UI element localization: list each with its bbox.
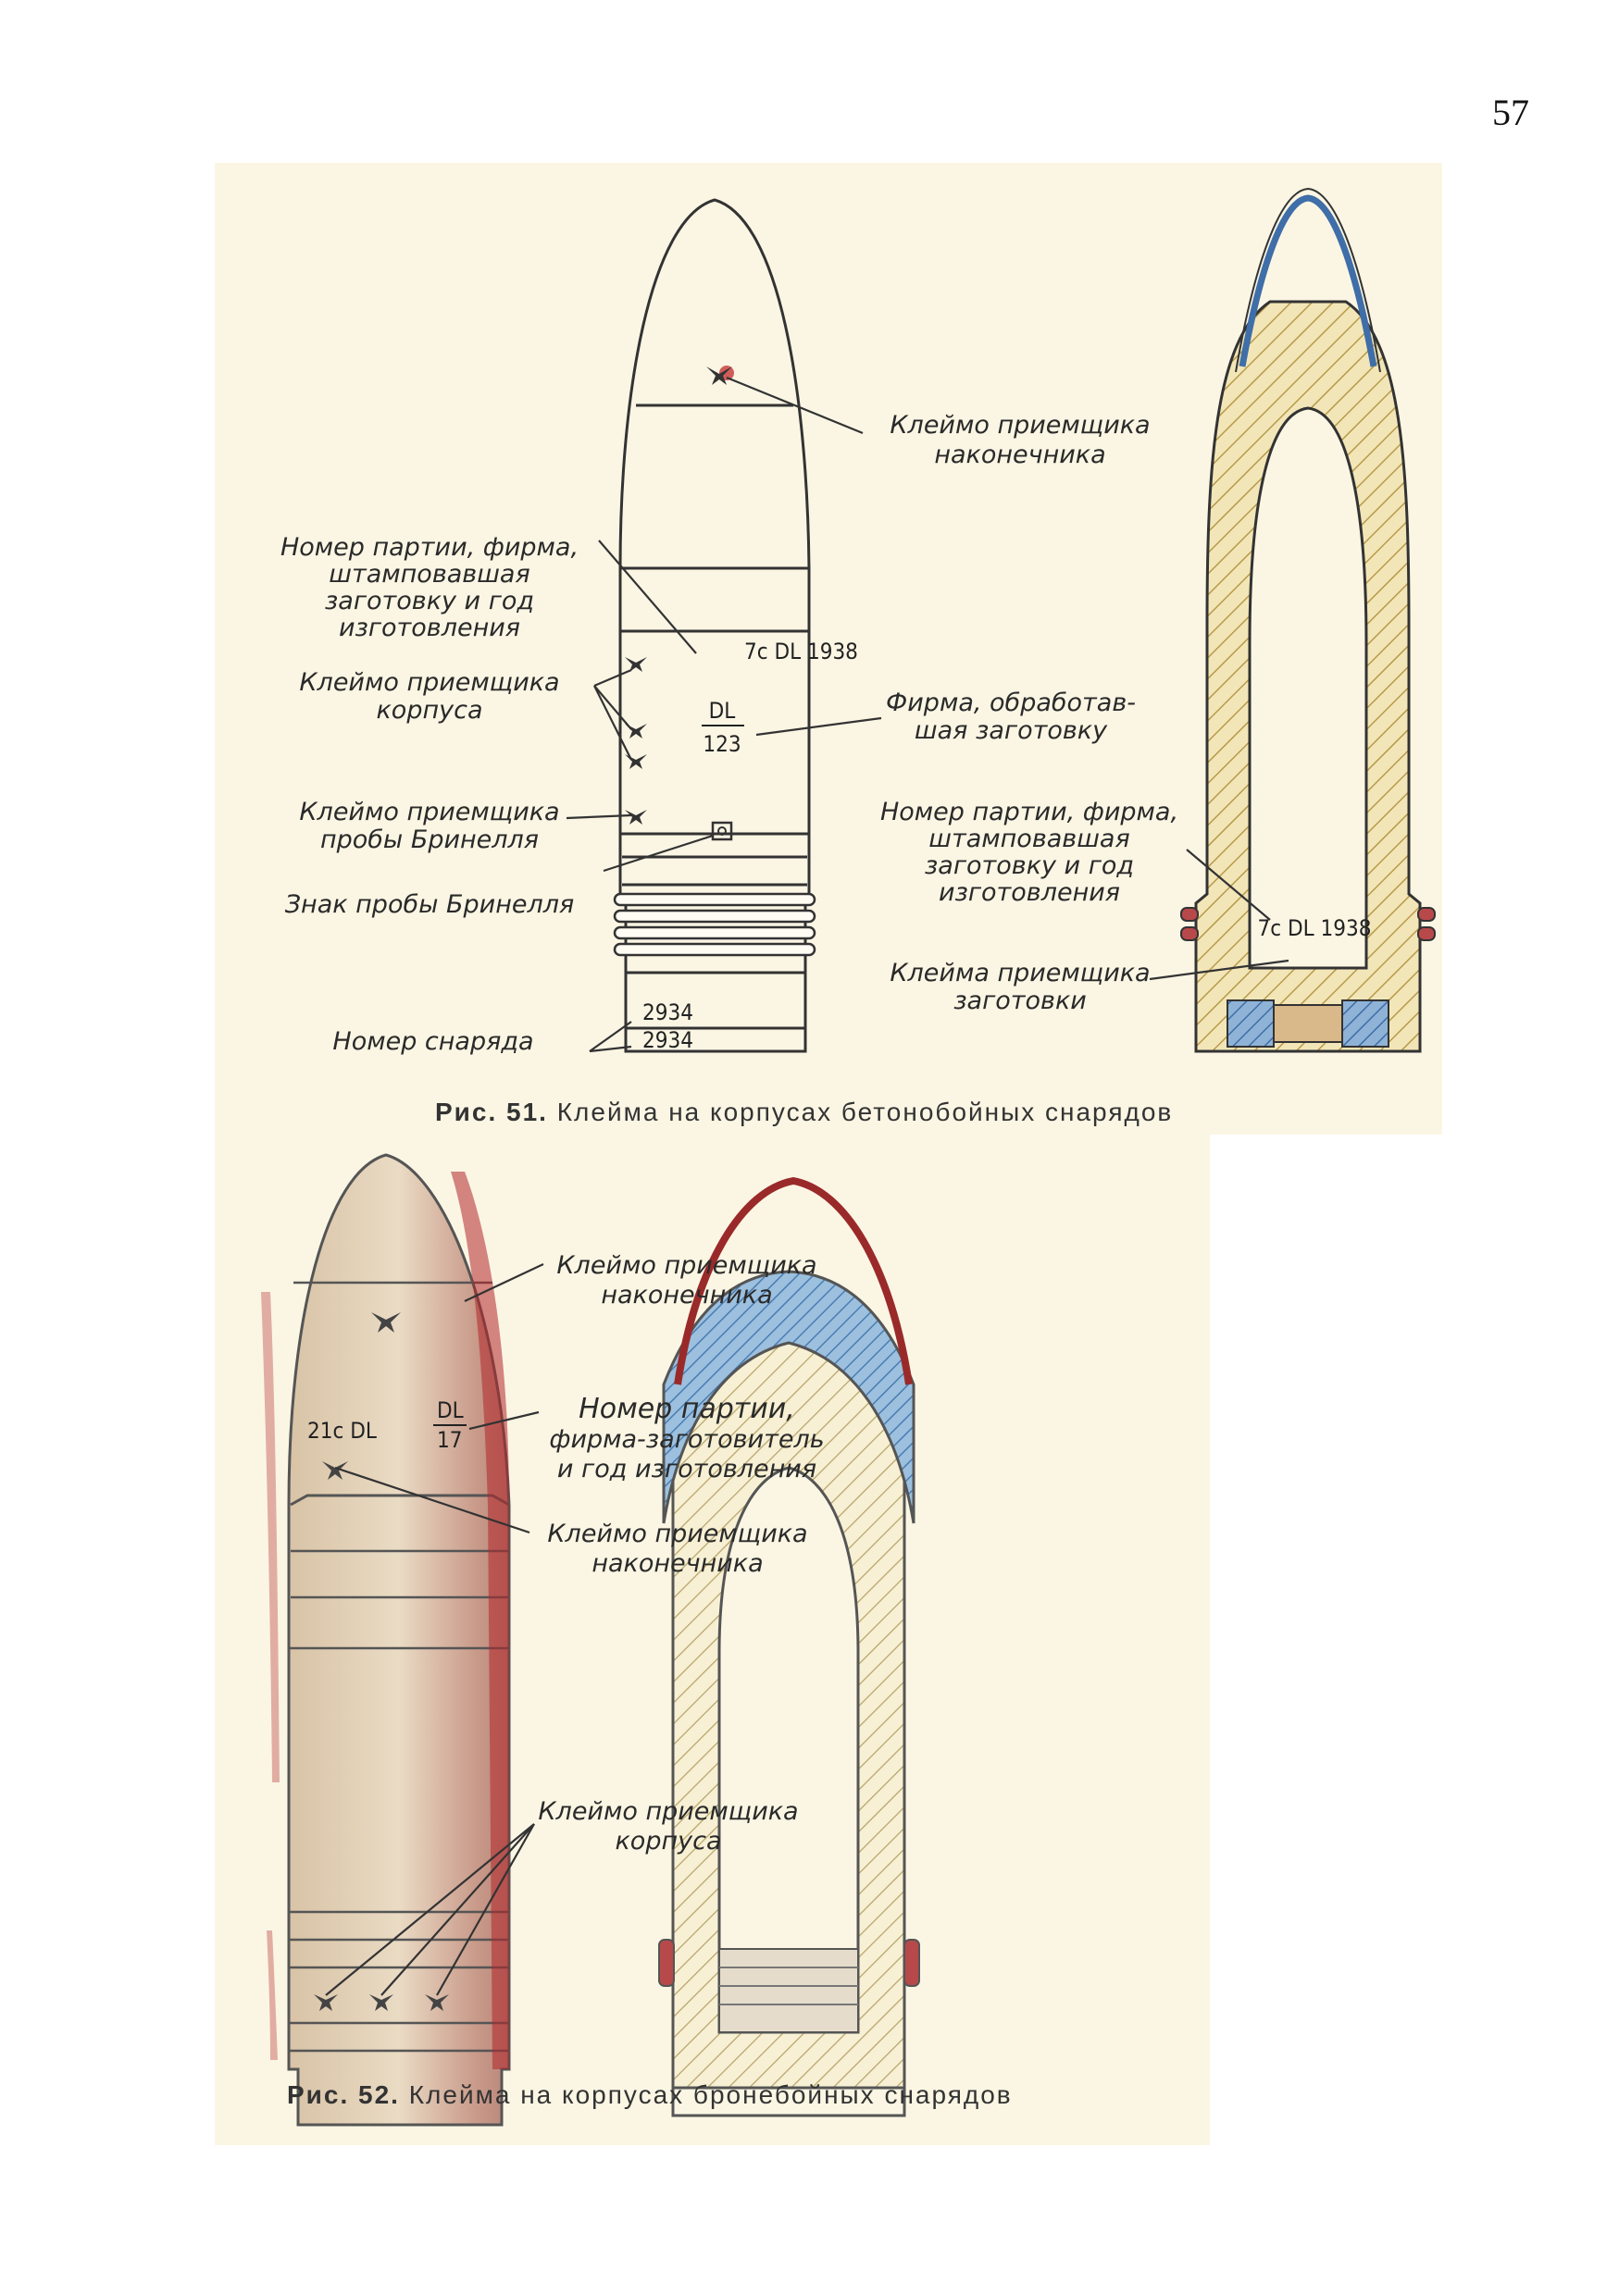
svg-text:и год изготовления: и год изготовления — [557, 1455, 816, 1483]
ap-firm-bottom-stamp: 17 — [437, 1427, 462, 1453]
ap-label-tip-stamp-2: Клеймо приемщика наконечника — [547, 1520, 807, 1578]
driving-band — [613, 892, 816, 957]
ap-firm-top-stamp: DL — [437, 1397, 464, 1423]
svg-text:наконечника: наконечника — [601, 1281, 772, 1309]
svg-text:Номер партии,: Номер партии, — [579, 1393, 795, 1425]
label-firm-processed: Фирма, обработав- шая заготовку — [886, 689, 1136, 745]
svg-text:наконечника: наконечника — [934, 441, 1105, 469]
batch-code-stamp: 7c DL 1938 — [744, 639, 858, 664]
ap-shell-exterior — [261, 1153, 511, 2127]
concrete-shell-exterior — [613, 198, 816, 1053]
figure-51-drawing: 7c DL 1938 DL 123 2934 2934 7c — [280, 187, 1436, 1056]
svg-text:шая заготовку: шая заготовку — [915, 716, 1108, 745]
svg-text:корпуса: корпуса — [377, 696, 483, 725]
svg-text:Номер партии, фирма,: Номер партии, фирма, — [880, 798, 1178, 826]
figure-52-leaders — [325, 1263, 544, 1996]
figure-52-caption: Рис. 52. Клейма на корпусах бронебойных … — [287, 2080, 1013, 2110]
svg-text:заготовку и год: заготовку и год — [925, 851, 1134, 880]
svg-text:корпуса: корпуса — [616, 1827, 722, 1855]
ap-batch-code-stamp: 21c DL — [307, 1418, 377, 1444]
section-code-stamp: 7c DL 1938 — [1258, 915, 1372, 941]
concrete-shell-section — [1180, 187, 1436, 1053]
eagle-stamp-icons — [625, 366, 732, 825]
svg-text:Клеймо приемщика: Клеймо приемщика — [299, 668, 559, 697]
label-body-stamp: Клеймо приемщика корпуса — [299, 668, 559, 725]
svg-text:Клеймо приемщика: Клеймо приемщика — [538, 1797, 798, 1826]
figure-51-scan: 7c DL 1938 DL 123 2934 2934 7c — [215, 163, 1442, 1135]
svg-text:штамповавшая: штамповавшая — [329, 560, 529, 589]
svg-text:фирма-заготовитель: фирма-заготовитель — [549, 1425, 824, 1454]
page-number: 57 — [1492, 92, 1529, 133]
svg-text:Клеймо приемщика: Клеймо приемщика — [299, 798, 559, 826]
figure-52-scan: 21c DL DL 17 — [215, 1135, 1210, 2145]
figure-52-caption-number: Рис. 52. — [287, 2080, 400, 2109]
label-tip-stamp: Клеймо приемщика наконечника — [890, 411, 1150, 469]
svg-text:Клейма приемщика: Клейма приемщика — [890, 959, 1150, 987]
svg-text:Клеймо приемщика: Клеймо приемщика — [547, 1520, 807, 1548]
shell-number-stamp-2: 2934 — [642, 1027, 693, 1053]
figure-52-drawing: 21c DL DL 17 — [261, 1153, 920, 2127]
shell-number-stamp-1: 2934 — [642, 999, 693, 1025]
svg-text:штамповавшая: штамповавшая — [928, 825, 1129, 853]
svg-text:наконечника: наконечника — [592, 1549, 763, 1578]
label-batch-firm: Номер партии, фирма, штамповавшая загото… — [280, 533, 579, 642]
svg-text:заготовки: заготовки — [953, 987, 1087, 1015]
svg-text:Клеймо приемщика: Клеймо приемщика — [556, 1251, 816, 1280]
figure-51-leaders — [566, 376, 1289, 1053]
svg-text:Фирма, обработав-: Фирма, обработав- — [886, 689, 1136, 717]
figure-51-caption: Рис. 51. Клейма на корпусах бетонобойных… — [435, 1098, 1173, 1127]
svg-text:изготовления: изготовления — [939, 878, 1120, 907]
svg-text:пробы Бринелля: пробы Бринелля — [320, 825, 539, 854]
label-batch-firm-section: Номер партии, фирма, штамповавшая загото… — [880, 798, 1178, 907]
firm-bottom-stamp: 123 — [703, 731, 741, 757]
figure-51-caption-text: Клейма на корпусах бетонобойных снарядов — [556, 1098, 1174, 1126]
label-brinell-stamp: Клеймо приемщика пробы Бринелля — [299, 798, 559, 854]
label-brinell-mark: Знак пробы Бринелля — [285, 890, 575, 919]
firm-top-stamp: DL — [709, 698, 736, 724]
label-shell-number: Номер снаряда — [332, 1027, 533, 1056]
svg-text:изготовления: изготовления — [339, 614, 520, 642]
figure-51-caption-number: Рис. 51. — [435, 1098, 548, 1126]
svg-text:заготовку и год: заготовку и год — [325, 587, 534, 615]
svg-text:Клеймо приемщика: Клеймо приемщика — [890, 411, 1150, 440]
ap-label-batch-firm: Номер партии, фирма-заготовитель и год и… — [549, 1393, 824, 1483]
ap-label-body-stamp: Клеймо приемщика корпуса — [538, 1797, 798, 1855]
ap-eagle-stamp-icons — [314, 1312, 449, 2011]
label-blank-stamp: Клейма приемщика заготовки — [890, 959, 1150, 1015]
svg-text:Номер партии, фирма,: Номер партии, фирма, — [280, 533, 579, 562]
figure-52-caption-text: Клейма на корпусах бронебойных снарядов — [408, 2080, 1013, 2109]
ap-label-tip-stamp: Клеймо приемщика наконечника — [556, 1251, 816, 1309]
ap-shell-section — [658, 1176, 920, 2117]
